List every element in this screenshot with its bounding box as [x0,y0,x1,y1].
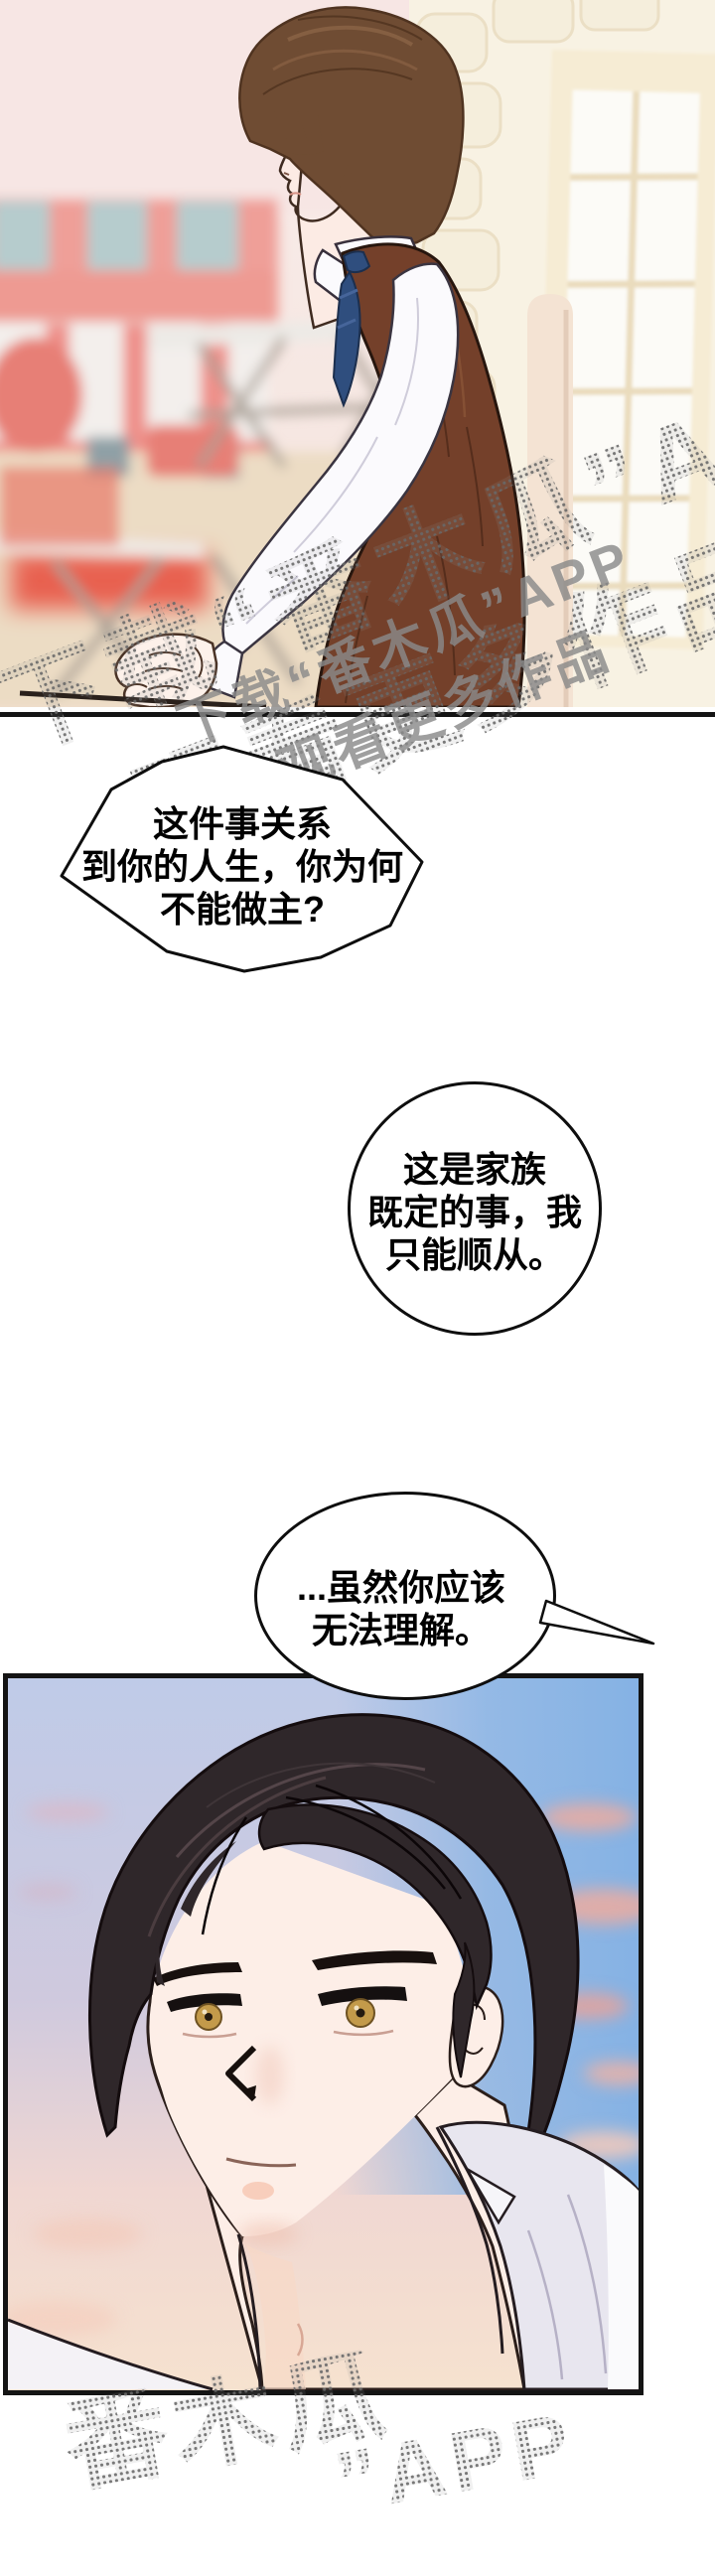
left-eyelash [167,1993,242,2012]
bubble3-line1: ...虽然你应该 [296,1567,505,1608]
mouth [225,2157,297,2168]
bubble1-line2: 到你的人生，你为何 [80,846,403,887]
speech-bubble-1-text: 这件事关系 到你的人生，你为何 不能做主? [59,802,426,930]
bubble1-line1: 这件事关系 [152,803,332,844]
bubble2-line1: 这是家族 [402,1149,546,1190]
bubble2-line2: 既定的事，我 [366,1192,582,1232]
hair-brown [238,6,465,246]
panel-face-closeup [3,1673,644,2395]
right-eyelash [318,1986,407,2006]
panel-cafe-art [0,0,715,707]
neck-line-left [236,2233,262,2390]
speech-bubble-3-text: ...虽然你应该 无法理解。 [260,1566,542,1651]
speech-bubble-2-text: 这是家族 既定的事，我 只能顺从。 [350,1148,600,1276]
table-edge [19,690,267,707]
watermark-bottom-line2: ”APP [328,2394,583,2531]
facial-features [153,1950,437,2246]
comic-page: 下载“番木瓜”APP 观看更多作品 下载“番木瓜”APP 观看更多作品 这件事关… [0,0,715,2395]
bubble1-line3: 不能做主? [160,889,325,930]
face-closeup-art [8,1678,639,2390]
panel-cafe-scene [0,0,715,717]
clouds [8,1802,639,2337]
bubble3-line2: 无法理解。 [311,1610,491,1650]
left-eyebrow [153,1962,242,1986]
speech-bubble-1 [60,745,424,973]
man-profile [19,6,526,707]
hair-black [88,1713,580,2149]
speech-bubble-3 [254,1492,556,1700]
neck-line-right [435,2126,504,2355]
hands [114,633,218,707]
window [536,49,715,650]
bubble2-line3: 只能顺从。 [384,1234,564,1275]
nose [225,2045,257,2102]
speech-bubble-3-tail [538,1599,655,1646]
lips [289,192,302,196]
pillar [527,294,573,707]
speech-bubble-2 [348,1081,602,1336]
right-eyebrow [312,1950,437,1970]
tie [332,250,371,408]
shirt-sleeve [221,262,460,655]
shirt-collar [8,2120,639,2390]
